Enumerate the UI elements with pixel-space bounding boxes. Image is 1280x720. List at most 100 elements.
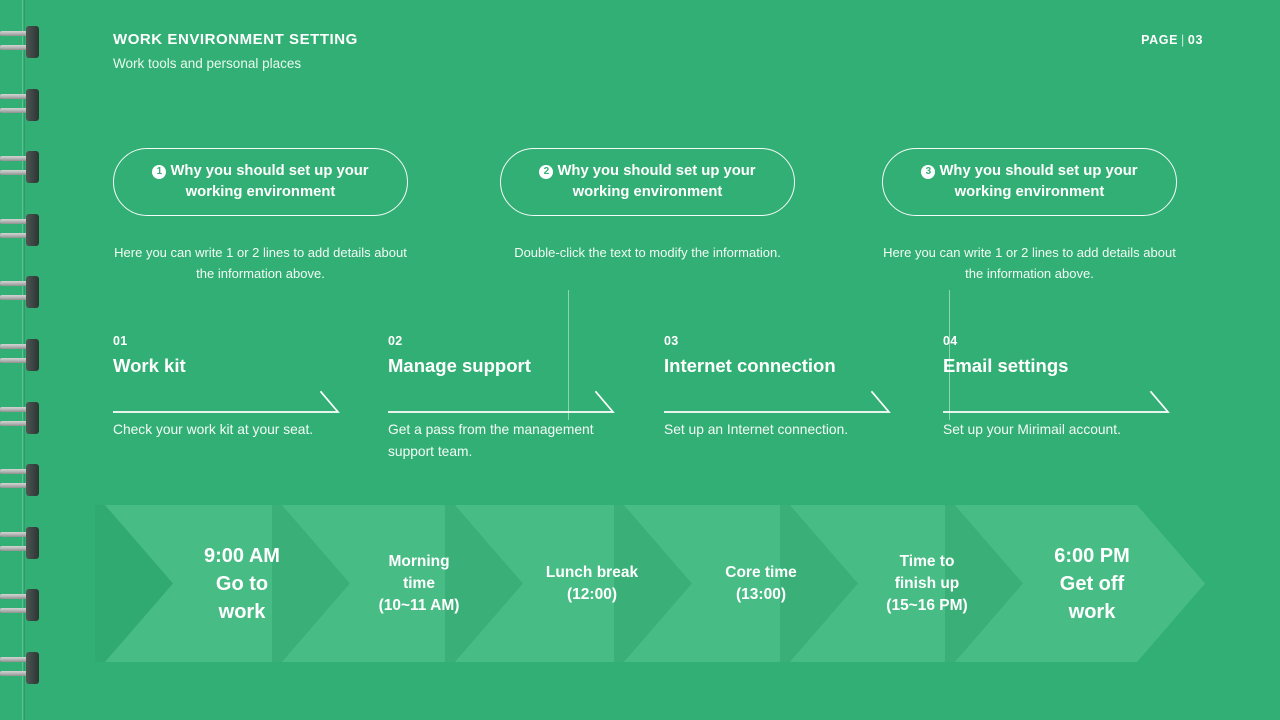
binding-ring-bar bbox=[0, 671, 33, 676]
binding-ring-bar bbox=[0, 344, 33, 349]
binding-ring bbox=[0, 462, 42, 500]
binding-ring-bar bbox=[0, 31, 33, 36]
binding-ring-clip bbox=[26, 151, 39, 184]
step-number-2: 02 bbox=[388, 334, 403, 348]
timeline-chevron-shapes bbox=[95, 505, 1205, 662]
binding-ring-clip bbox=[26, 652, 39, 684]
binding-ring-bar bbox=[0, 406, 33, 412]
chevron-shadow-5 bbox=[780, 505, 858, 662]
binding-ring bbox=[0, 212, 42, 250]
step-number-4: 04 bbox=[943, 334, 958, 348]
step-description-1: Check your work kit at your seat. bbox=[113, 422, 314, 437]
binding-ring-bar bbox=[0, 156, 33, 162]
slide-header: WORK ENVIRONMENT SETTING Work tools and … bbox=[113, 30, 913, 74]
step-arrow-rule-1 bbox=[113, 387, 350, 415]
chevron-shadow-4 bbox=[614, 505, 692, 662]
binding-ring-bar bbox=[0, 545, 33, 551]
step-title-4: Email settings bbox=[943, 355, 1069, 376]
step-arrow-rule-2 bbox=[388, 387, 625, 415]
step-number-3: 03 bbox=[664, 334, 679, 348]
pill-card-description-1: Here you can write 1 or 2 lines to add d… bbox=[114, 245, 407, 281]
binding-ring-clip bbox=[26, 589, 39, 622]
binding-ring-bar bbox=[0, 469, 33, 475]
step-arrow-rule-3 bbox=[664, 387, 901, 415]
page-indicator-separator: | bbox=[1181, 33, 1185, 47]
binding-ring-bar bbox=[0, 358, 33, 363]
step-description-4: Set up your Mirimail account. bbox=[943, 422, 1121, 437]
binding-ring bbox=[0, 24, 42, 62]
arrow-line-icon bbox=[664, 390, 891, 413]
binding-ring-bar bbox=[0, 657, 33, 662]
binding-ring bbox=[0, 274, 42, 312]
binding-ring-bar bbox=[0, 531, 33, 537]
binding-ring-clip bbox=[26, 526, 39, 559]
circled-number-icon: 3 bbox=[921, 165, 936, 179]
binding-ring-clip bbox=[26, 213, 39, 246]
binding-ring-clip bbox=[26, 464, 39, 497]
pill-card-title-text: Why you should set up your working envir… bbox=[939, 163, 1138, 200]
binding-ring bbox=[0, 587, 42, 625]
binding-ring bbox=[0, 650, 42, 688]
binding-ring-bar bbox=[0, 107, 33, 113]
step-title-3: Internet connection bbox=[664, 355, 836, 376]
binding-ring-clip bbox=[26, 339, 39, 371]
binding-ring-bar bbox=[0, 594, 33, 600]
binding-ring-bar bbox=[0, 45, 33, 50]
binding-ring-bar bbox=[0, 218, 33, 224]
binding-ring-bar bbox=[0, 608, 33, 614]
binding-ring bbox=[0, 337, 42, 375]
binding-ring-bar bbox=[0, 483, 33, 489]
binding-ring-bar bbox=[0, 170, 33, 176]
page-title: WORK ENVIRONMENT SETTING bbox=[113, 31, 358, 48]
binding-ring-clip bbox=[26, 26, 39, 58]
circled-number-icon: 2 bbox=[539, 165, 554, 179]
binding-ring bbox=[0, 400, 42, 438]
card-divider-1 bbox=[568, 290, 569, 420]
chevron-shadow-3 bbox=[445, 505, 523, 662]
pill-card-description-2: Double-click the text to modify the info… bbox=[514, 245, 781, 260]
page-indicator-number: 03 bbox=[1187, 33, 1203, 47]
step-number-1: 01 bbox=[113, 334, 128, 348]
page-subtitle: Work tools and personal places bbox=[113, 56, 302, 71]
pill-card-title-text: Why you should set up your working envir… bbox=[170, 163, 369, 200]
pill-card-description-3: Here you can write 1 or 2 lines to add d… bbox=[883, 245, 1176, 281]
step-title-1: Work kit bbox=[113, 355, 186, 376]
binding-ring-bar bbox=[0, 295, 33, 301]
binding-ring-clip bbox=[26, 276, 39, 309]
binding-ring bbox=[0, 149, 42, 187]
step-title-2: Manage support bbox=[388, 355, 531, 376]
binding-ring-bar bbox=[0, 232, 33, 238]
step-arrow-rule-4 bbox=[943, 387, 1180, 415]
chevron-shadow-6 bbox=[945, 505, 1023, 662]
pill-card-title-text: Why you should set up your working envir… bbox=[557, 163, 756, 200]
spiral-binding bbox=[0, 0, 46, 720]
page-indicator-label: PAGE bbox=[1141, 33, 1179, 47]
binding-ring-bar bbox=[0, 281, 33, 287]
binding-ring-clip bbox=[26, 401, 39, 434]
binding-ring bbox=[0, 525, 42, 563]
card-divider-2 bbox=[949, 290, 950, 420]
binding-ring-clip bbox=[26, 88, 39, 121]
step-description-2: Get a pass from the management support t… bbox=[388, 422, 594, 459]
arrow-line-icon bbox=[113, 390, 340, 413]
circled-number-icon: 1 bbox=[152, 165, 167, 179]
chevron-shadow-1 bbox=[95, 505, 173, 662]
chevron-shape-6 bbox=[955, 505, 1205, 662]
